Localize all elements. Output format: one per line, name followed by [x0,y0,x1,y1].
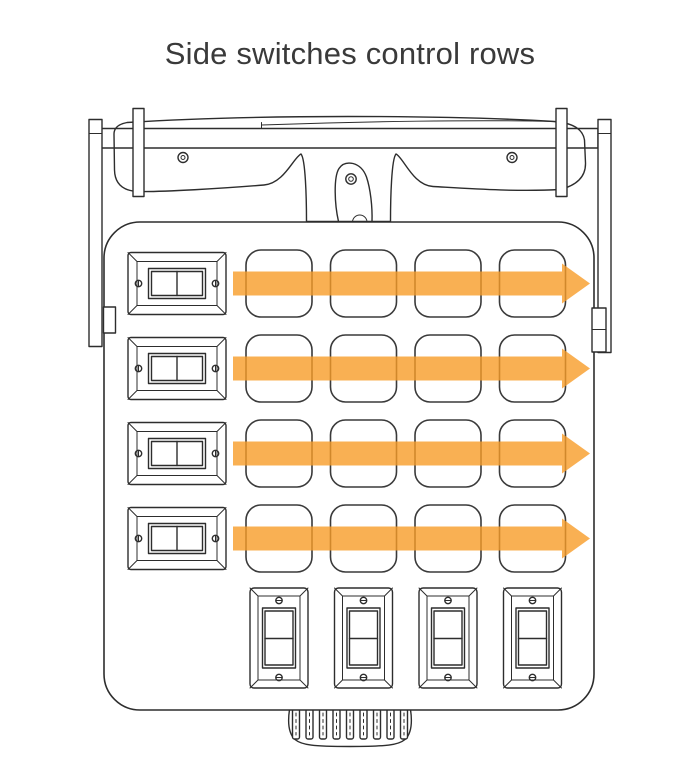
side-switch [127,506,227,571]
row-arrow [233,348,590,389]
mounting-bracket [88,107,612,354]
pivot-hub [334,162,373,223]
side-switch [127,251,227,316]
connector-pin [305,708,314,740]
diagram-title: Side switches control rows [164,36,536,71]
row-arrow [233,263,590,304]
bracket-post-left-inner [132,107,145,198]
connector-pin [386,708,395,740]
connector-pin [359,708,368,740]
side-switch [127,421,227,486]
connector [287,708,413,748]
connector-pin [332,708,341,740]
connector-pin [399,708,409,740]
bracket-post-right-inner [555,107,568,198]
row-arrow [233,433,590,474]
hub-screw-center [348,176,354,182]
connector-pin [372,708,382,740]
row-arrow [233,518,590,559]
blade-edge-line [261,120,555,129]
connector-pin [291,708,301,740]
bottom-switches [249,587,563,689]
blade-screw-left [177,151,189,164]
side-switches [127,251,227,571]
panel-tab-left [102,306,117,334]
blade-screw-right [506,151,518,164]
bracket-post-left-outer [88,118,103,348]
blade-screw-left-center [180,155,186,160]
row-arrows [233,263,590,559]
bottom-switch [502,587,563,689]
bottom-switch [249,587,309,689]
connector-pin [318,708,328,740]
connector-pin [345,708,355,740]
bottom-switch [418,587,478,689]
hub-screw [345,173,357,185]
hub-notch [352,214,368,222]
blade-screw-right-center [509,155,515,160]
side-switch [127,336,227,401]
bottom-switch [333,587,394,689]
